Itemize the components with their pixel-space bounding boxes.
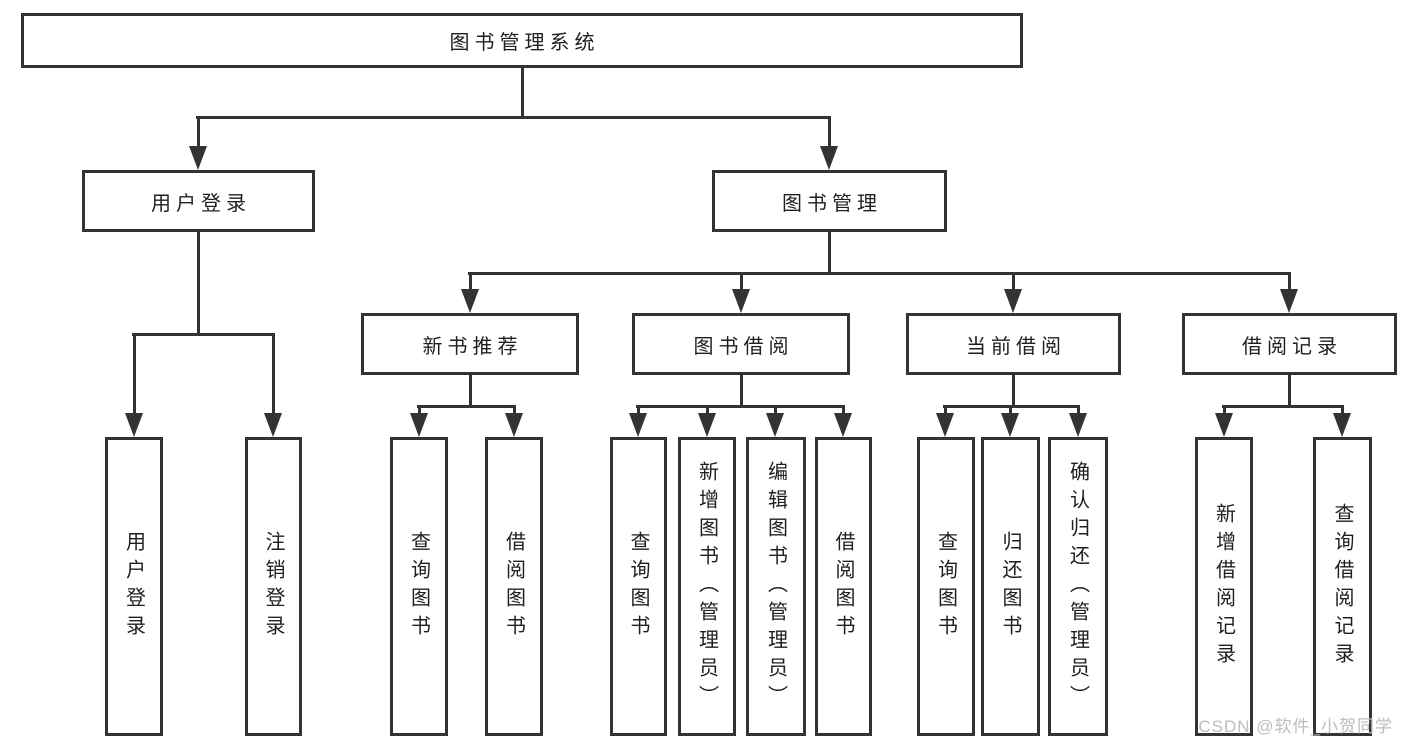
leaf-return-books: 归还图书 <box>981 437 1040 736</box>
node-label: 图书管理系统 <box>449 32 600 54</box>
connector-drop-line <box>272 333 275 413</box>
connector-drop-line <box>842 405 845 419</box>
connector-drop-line <box>513 405 516 419</box>
arrowhead-down-icon <box>189 146 207 170</box>
connector-new-book-splitter <box>417 405 516 408</box>
arrowhead-down-icon <box>125 413 143 437</box>
leaf-query-books-recommend: 查询图书 <box>390 437 448 736</box>
leaf-confirm-return-admin: 确认归还（管理员） <box>1048 437 1108 736</box>
node-label: 图书借阅 <box>693 335 794 358</box>
node-label: 当前借阅 <box>966 335 1066 358</box>
connector-drop-line <box>1223 405 1226 419</box>
arrowhead-down-icon <box>1069 413 1087 437</box>
node-label: 借阅记录 <box>1242 335 1342 358</box>
connector-drop-line <box>774 405 777 419</box>
connector-drop-line <box>637 405 640 419</box>
node-user-login: 用户登录 <box>82 170 315 232</box>
node-borrowing-records: 借阅记录 <box>1182 313 1397 375</box>
node-label: 图书管理 <box>782 192 882 215</box>
node-label: 归还图书 <box>999 530 1021 643</box>
node-label: 借阅图书 <box>832 530 854 643</box>
arrowhead-down-icon <box>1001 413 1019 437</box>
node-label: 用户登录 <box>122 530 145 643</box>
node-label: 查询借阅记录 <box>1331 502 1353 671</box>
node-book-management: 图书管理 <box>712 170 947 232</box>
leaf-borrow-books-recommend: 借阅图书 <box>485 437 543 736</box>
arrowhead-down-icon <box>1215 413 1233 437</box>
connector-book-borrowing-splitter <box>636 405 845 408</box>
node-library-management-system: 图书管理系统 <box>21 13 1023 68</box>
arrowhead-down-icon <box>766 413 784 437</box>
connector-drop-line <box>1077 405 1080 419</box>
connector-root-stem <box>521 68 524 117</box>
node-label: 确认归还（管理员） <box>1066 460 1089 713</box>
arrowhead-down-icon <box>410 413 428 437</box>
csdn-watermark: CSDN @软件_小贺同学 <box>1198 717 1393 736</box>
node-label: 新书推荐 <box>422 335 523 358</box>
leaf-borrow-books: 借阅图书 <box>815 437 872 736</box>
node-current-borrowing: 当前借阅 <box>906 313 1121 375</box>
connector-drop-line <box>1009 405 1012 419</box>
leaf-query-books-borrowing: 查询图书 <box>610 437 667 736</box>
arrowhead-down-icon <box>1004 289 1022 313</box>
arrowhead-down-icon <box>820 146 838 170</box>
connector-user-login-stem <box>197 232 200 336</box>
arrowhead-down-icon <box>1333 413 1351 437</box>
connector-book-management-stem <box>828 232 831 275</box>
connector-drop-line <box>133 333 136 413</box>
arrowhead-down-icon <box>505 413 523 437</box>
connector-drop-line <box>706 405 709 419</box>
connector-drop-line <box>197 116 200 156</box>
arrowhead-down-icon <box>461 289 479 313</box>
connector-borrowing-records-stem <box>1288 375 1291 408</box>
node-label: 新增图书（管理员） <box>695 460 718 713</box>
connector-borrowing-records-splitter <box>1222 405 1344 408</box>
connector-drop-line <box>1288 272 1291 296</box>
leaf-add-books-admin: 新增图书（管理员） <box>678 437 736 736</box>
leaf-add-borrow-record: 新增借阅记录 <box>1195 437 1253 736</box>
leaf-logout: 注销登录 <box>245 437 302 736</box>
node-label: 用户登录 <box>151 192 251 215</box>
connector-drop-line <box>828 116 831 156</box>
connector-drop-line <box>469 272 472 296</box>
connector-book-borrowing-stem <box>740 375 743 408</box>
arrowhead-down-icon <box>732 289 750 313</box>
node-label: 查询图书 <box>627 530 649 643</box>
connector-user-login-splitter <box>132 333 275 336</box>
arrowhead-down-icon <box>264 413 282 437</box>
connector-new-book-stem <box>469 375 472 408</box>
node-label: 查询图书 <box>407 530 430 643</box>
connector-drop-line <box>740 272 743 296</box>
node-new-book-recommendation: 新书推荐 <box>361 313 579 375</box>
connector-drop-line <box>1012 272 1015 296</box>
node-book-borrowing: 图书借阅 <box>632 313 850 375</box>
leaf-query-books-current: 查询图书 <box>917 437 975 736</box>
arrowhead-down-icon <box>936 413 954 437</box>
node-label: 借阅图书 <box>502 530 525 643</box>
connector-book-management-splitter <box>468 272 1291 275</box>
connector-drop-line <box>1341 405 1344 419</box>
arrowhead-down-icon <box>834 413 852 437</box>
node-label: 新增借阅记录 <box>1212 502 1235 671</box>
connector-current-borrowing-stem <box>1012 375 1015 408</box>
connector-drop-line <box>418 405 421 419</box>
leaf-query-borrow-record: 查询借阅记录 <box>1313 437 1372 736</box>
arrowhead-down-icon <box>629 413 647 437</box>
connector-root-splitter <box>196 116 831 119</box>
node-label: 注销登录 <box>262 530 284 643</box>
leaf-edit-books-admin: 编辑图书（管理员） <box>746 437 806 736</box>
arrowhead-down-icon <box>698 413 716 437</box>
connector-drop-line <box>944 405 947 419</box>
arrowhead-down-icon <box>1280 289 1298 313</box>
node-label: 查询图书 <box>934 530 957 643</box>
leaf-user-login: 用户登录 <box>105 437 163 736</box>
node-label: 编辑图书（管理员） <box>764 460 787 713</box>
